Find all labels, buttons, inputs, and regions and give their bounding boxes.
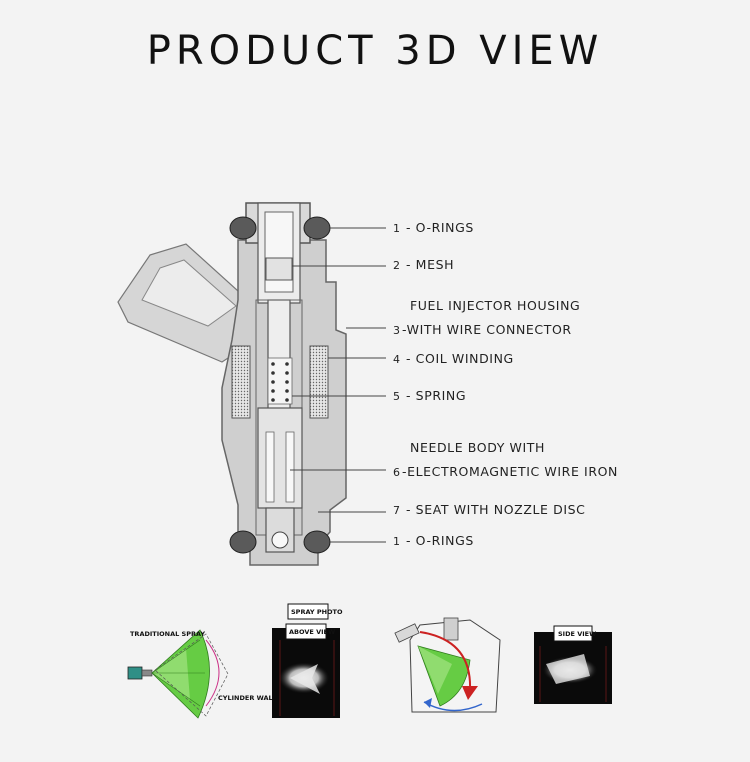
traditional-spray-label: TRADITIONAL SPRAY bbox=[130, 630, 205, 638]
callout-label: NEEDLE BODY WITH bbox=[410, 440, 545, 455]
callout-number: 6 bbox=[393, 466, 400, 479]
o-ring-top-right bbox=[303, 216, 331, 240]
coil-winding-right bbox=[309, 345, 329, 419]
cylinder-wall-label: CYLINDER WALL bbox=[218, 694, 277, 702]
spray-photo-side-figure: SIDE VIEW bbox=[534, 625, 612, 704]
callout-number: 7 bbox=[393, 504, 400, 517]
above-view-label: ABOVE VIEW bbox=[289, 628, 335, 636]
callout-label: - O-RINGS bbox=[406, 220, 474, 235]
callout-number: 2 bbox=[393, 259, 400, 272]
callout-number: 4 bbox=[393, 353, 400, 366]
callout-1-bottom: 1 - O-RINGS bbox=[393, 533, 474, 548]
spring bbox=[267, 357, 293, 405]
callout-number: 5 bbox=[393, 390, 400, 403]
spray-photo-label: SPRAY PHOTO bbox=[291, 608, 343, 616]
page-title: PRODUCT 3D VIEW bbox=[146, 28, 604, 74]
callout-3: FUEL INJECTOR HOUSING 3 -WITH WIRE CONNE… bbox=[393, 298, 580, 337]
callout-6: NEEDLE BODY WITH 6 -ELECTROMAGNETIC WIRE… bbox=[393, 440, 618, 479]
callout-number: 1 bbox=[393, 222, 400, 235]
cylinder-spray-figure bbox=[394, 617, 501, 713]
callout-5: 5 - SPRING bbox=[393, 388, 466, 403]
spray-photo-above-figure: SPRAY PHOTO ABOVE VIEW bbox=[272, 603, 343, 718]
callout-2: 2 - MESH bbox=[393, 257, 454, 272]
callout-label: - SEAT WITH NOZZLE DISC bbox=[406, 502, 586, 517]
callout-label: -ELECTROMAGNETIC WIRE IRON bbox=[402, 464, 618, 479]
callout-label: FUEL INJECTOR HOUSING bbox=[410, 298, 580, 313]
traditional-spray-figure: TRADITIONAL SPRAY CYLINDER WALL bbox=[127, 629, 277, 719]
o-ring-bottom-left bbox=[229, 530, 257, 554]
callout-label: -WITH WIRE CONNECTOR bbox=[402, 322, 572, 337]
callout-1-top: 1 - O-RINGS bbox=[393, 220, 474, 235]
callout-number: 3 bbox=[393, 324, 400, 337]
mesh bbox=[265, 257, 293, 281]
o-ring-top-left bbox=[229, 216, 257, 240]
injector-cross-section bbox=[117, 202, 347, 566]
callout-label: - MESH bbox=[406, 257, 454, 272]
callout-label: - SPRING bbox=[406, 388, 466, 403]
coil-winding-left bbox=[231, 345, 251, 419]
callout-4: 4 - COIL WINDING bbox=[393, 351, 514, 366]
o-ring-bottom-right bbox=[303, 530, 331, 554]
callout-label: - COIL WINDING bbox=[406, 351, 514, 366]
callout-7: 7 - SEAT WITH NOZZLE DISC bbox=[393, 502, 586, 517]
side-view-label: SIDE VIEW bbox=[558, 630, 596, 638]
callout-number: 1 bbox=[393, 535, 400, 548]
callout-label: - O-RINGS bbox=[406, 533, 474, 548]
leader-lines bbox=[290, 227, 386, 543]
needle-body bbox=[257, 407, 303, 509]
